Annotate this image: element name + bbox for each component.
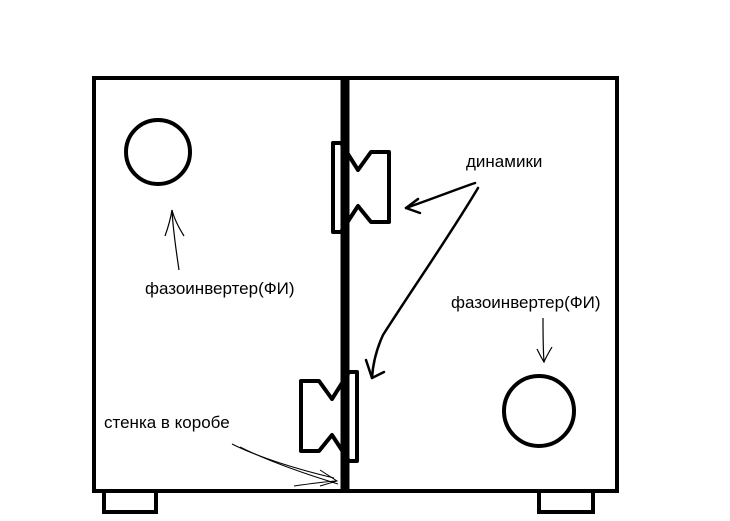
speaker-arrows bbox=[364, 181, 480, 380]
left-port-circle bbox=[124, 118, 192, 186]
partition-arrow bbox=[231, 443, 339, 487]
left-port-arrow bbox=[164, 209, 185, 271]
partition-label: стенка в коробе bbox=[104, 413, 230, 432]
right-port-circle bbox=[502, 374, 576, 448]
lower-speaker bbox=[299, 370, 359, 463]
right-port-label: фазоинвертер(ФИ) bbox=[451, 293, 601, 312]
speakers-label: динамики bbox=[466, 152, 542, 171]
left-port-label: фазоинвертер(ФИ) bbox=[145, 279, 295, 298]
right-foot bbox=[537, 489, 595, 514]
upper-speaker bbox=[331, 141, 391, 234]
left-foot bbox=[102, 489, 158, 514]
right-port-arrow bbox=[536, 317, 553, 364]
enclosure-outline bbox=[92, 76, 619, 493]
